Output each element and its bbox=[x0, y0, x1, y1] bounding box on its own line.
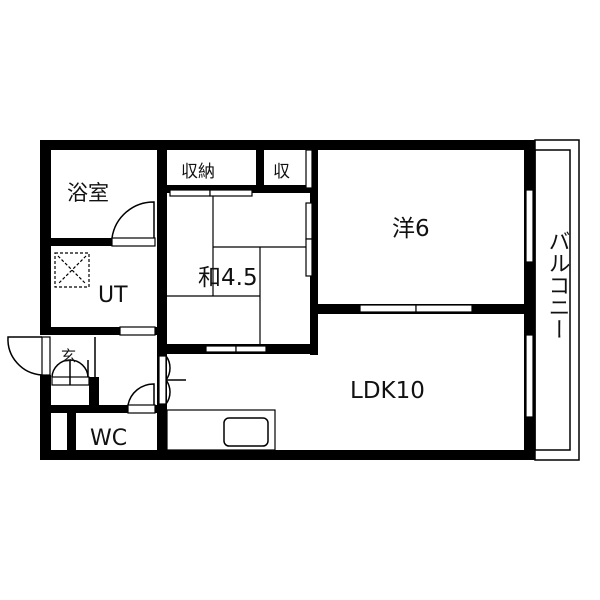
washer-icon bbox=[54, 252, 90, 288]
window-ldk bbox=[525, 334, 534, 418]
window-western bbox=[525, 189, 534, 263]
shoe-cabinet bbox=[51, 337, 96, 386]
room-label-ldk: LDK10 bbox=[350, 378, 425, 404]
ut-door bbox=[119, 326, 156, 336]
room-label-storage: 収納 bbox=[181, 162, 215, 182]
room-label-japanese: 和4.5 bbox=[198, 265, 258, 291]
sink-icon bbox=[223, 417, 269, 447]
ldk-door bbox=[158, 355, 186, 405]
kitchen-counter bbox=[166, 409, 276, 451]
room-label-ut: UT bbox=[98, 283, 128, 308]
room-label-closet: 収 bbox=[273, 162, 290, 182]
front-door bbox=[7, 336, 51, 376]
outer-walls bbox=[40, 140, 535, 460]
room-label-entrance: 玄 bbox=[61, 347, 76, 365]
wc-door bbox=[127, 383, 156, 414]
room-label-western: 洋6 bbox=[392, 216, 430, 242]
western-room-doors bbox=[359, 304, 473, 313]
bath-door bbox=[111, 201, 156, 247]
storage-doors bbox=[169, 149, 313, 197]
japanese-room-doors bbox=[205, 202, 313, 353]
room-label-bath: 浴室 bbox=[67, 181, 109, 205]
tatami-lines bbox=[167, 196, 306, 344]
room-label-toilet: WC bbox=[90, 426, 127, 451]
room-label-balcony: バルコニー bbox=[545, 230, 570, 340]
